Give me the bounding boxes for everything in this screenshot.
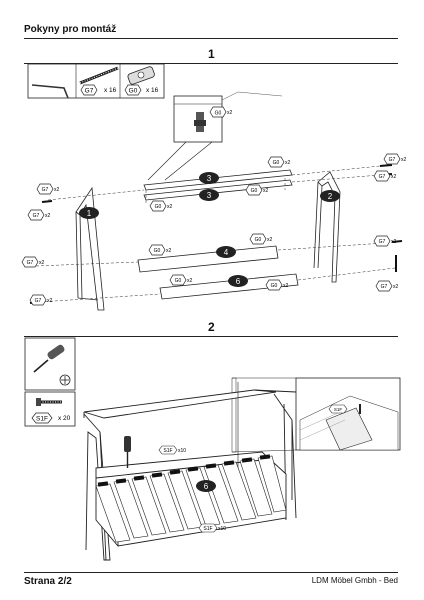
- step-number-1: 1: [208, 47, 215, 61]
- screwdriver-icon: [33, 344, 65, 373]
- part-label-g0: G0: [124, 84, 142, 96]
- svg-text:G7: G7: [27, 260, 34, 266]
- svg-text:S1F: S1F: [203, 526, 212, 532]
- svg-text:G7: G7: [379, 174, 386, 180]
- screw-s1f-icon: [36, 398, 62, 406]
- svg-text:x10: x10: [178, 448, 186, 454]
- page-title: Pokyny pro montáž: [24, 24, 117, 35]
- detail-inset-cam: G0 x2: [147, 91, 283, 181]
- part-qty-g0: x 16: [146, 87, 159, 94]
- company-name: LDM Möbel Gmbh - Bed: [311, 576, 398, 585]
- svg-text:x2: x2: [283, 283, 289, 289]
- svg-text:3: 3: [207, 174, 212, 183]
- svg-text:3: 3: [207, 191, 212, 200]
- svg-text:x2: x2: [47, 298, 53, 304]
- svg-text:2: 2: [328, 192, 333, 201]
- phillips-icon: [59, 374, 71, 386]
- svg-text:S1F: S1F: [163, 448, 172, 454]
- svg-text:x2: x2: [39, 260, 45, 266]
- svg-text:x2: x2: [54, 187, 60, 193]
- step-number-2: 2: [208, 320, 215, 334]
- allen-key-icon: [31, 84, 69, 99]
- svg-text:G0: G0: [273, 160, 280, 166]
- svg-text:G7: G7: [389, 157, 396, 163]
- svg-text:x2: x2: [391, 239, 397, 245]
- svg-text:G7: G7: [42, 187, 49, 193]
- bolt-g7-icon: [79, 66, 119, 85]
- cam-nut-g0-icon: [127, 66, 155, 85]
- screwdriver-icon: [124, 436, 131, 468]
- svg-text:G0: G0: [251, 188, 258, 194]
- svg-text:G7: G7: [33, 213, 40, 219]
- part-callouts-step2: S1F x10 S1F x10 6: [158, 445, 226, 533]
- svg-text:G0: G0: [129, 88, 138, 95]
- part-qty-g7: x 16: [104, 87, 117, 94]
- part-label-s1f: S1F: [31, 412, 53, 424]
- step-1-rule: [24, 63, 398, 64]
- svg-text:4: 4: [224, 248, 229, 257]
- svg-text:x2: x2: [267, 237, 273, 243]
- svg-text:6: 6: [204, 482, 209, 491]
- step-2-rule: [24, 336, 398, 337]
- svg-text:x10: x10: [218, 526, 226, 532]
- svg-text:S1F: S1F: [36, 415, 48, 422]
- svg-text:x2: x2: [187, 278, 193, 284]
- tools-box-step2: [24, 337, 76, 391]
- parts-box-step2: S1F x 20: [24, 391, 76, 427]
- slat-ends-dark: [97, 454, 271, 487]
- detail-inset-slat: S1F: [231, 377, 401, 453]
- svg-text:x2: x2: [45, 213, 51, 219]
- svg-text:G0: G0: [255, 237, 262, 243]
- assembly-lines-step1: [35, 165, 396, 303]
- svg-text:G0: G0: [175, 278, 182, 284]
- part-qty-s1f: x 20: [58, 415, 71, 422]
- svg-text:x2: x2: [167, 204, 173, 210]
- svg-text:G0: G0: [215, 110, 222, 116]
- svg-text:G7: G7: [85, 88, 94, 95]
- svg-text:x2: x2: [393, 284, 399, 290]
- panel-labels-step1: 1 2 3 3 4 6: [79, 172, 340, 287]
- header-rule: [24, 38, 398, 39]
- svg-text:G0: G0: [154, 248, 161, 254]
- svg-text:x2: x2: [227, 110, 233, 116]
- svg-text:G7: G7: [35, 298, 42, 304]
- svg-text:G0: G0: [155, 204, 162, 210]
- svg-text:G7: G7: [379, 239, 386, 245]
- page-number: Strana 2/2: [24, 576, 72, 587]
- svg-text:S1F: S1F: [334, 407, 343, 412]
- svg-text:x2: x2: [263, 188, 269, 194]
- svg-text:1: 1: [87, 209, 92, 218]
- svg-text:6: 6: [236, 277, 241, 286]
- parts-box-step1: G7 x 16 G0 x 16: [27, 63, 165, 99]
- slats-step2: [95, 455, 287, 543]
- svg-text:x2: x2: [391, 174, 397, 180]
- svg-text:G7: G7: [381, 284, 388, 290]
- svg-text:x2: x2: [401, 157, 407, 163]
- svg-text:x2: x2: [166, 248, 172, 254]
- footer-rule: [24, 572, 398, 573]
- part-label-g7: G7: [80, 84, 98, 96]
- svg-text:G0: G0: [271, 283, 278, 289]
- svg-text:x2: x2: [285, 160, 291, 166]
